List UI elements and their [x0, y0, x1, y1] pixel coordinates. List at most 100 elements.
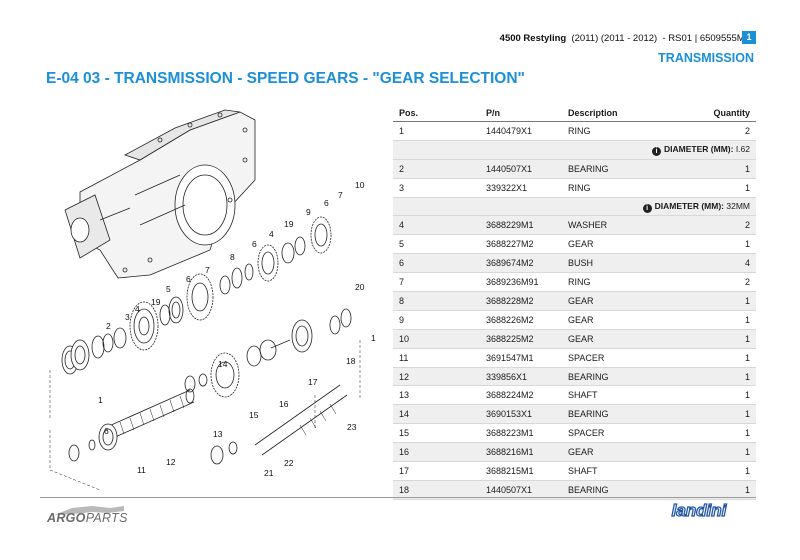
callout-6[interactable]: 6: [252, 239, 257, 249]
part-description: SHAFT: [562, 385, 671, 406]
callout-12[interactable]: 12: [166, 457, 176, 467]
part-description: SPACER: [562, 348, 671, 368]
landini-logo-text: landini: [672, 501, 728, 520]
callout-1[interactable]: 1: [371, 333, 376, 343]
callout-2[interactable]: 2: [106, 321, 111, 331]
part-description: BEARING: [562, 404, 671, 425]
header-pn: P/n: [480, 104, 562, 122]
callout-18[interactable]: 18: [346, 356, 356, 366]
part-pos: 10: [393, 329, 480, 349]
callout-5[interactable]: 5: [166, 284, 171, 294]
part-pos: 8: [393, 291, 480, 311]
argo-logo-text: ARGO: [47, 511, 86, 525]
callout-6[interactable]: 6: [104, 426, 109, 436]
callout-15[interactable]: 15: [249, 410, 259, 420]
housing-top: [123, 109, 241, 161]
bearing-18: [291, 319, 313, 353]
part-number: 3690153X1: [480, 404, 562, 425]
callout-9[interactable]: 9: [306, 207, 311, 217]
part-pos: 2: [393, 159, 480, 179]
callout-4[interactable]: 4: [269, 229, 274, 239]
part-number: 3688223M1: [480, 423, 562, 444]
model-code: - RS01 | 6509555M1: [662, 33, 751, 44]
callout-10[interactable]: 10: [355, 180, 365, 190]
callout-16[interactable]: 16: [279, 399, 289, 409]
callout-7[interactable]: 7: [338, 190, 343, 200]
part-description: BEARING: [562, 367, 671, 387]
part-quantity: 1: [670, 480, 756, 500]
part-quantity: 1: [670, 404, 756, 425]
landini-logo: landini: [671, 500, 728, 520]
part-number: 1440507X1: [480, 480, 562, 500]
callout-7[interactable]: 7: [205, 265, 210, 275]
callout-20[interactable]: 20: [355, 282, 365, 292]
part-description: GEAR: [562, 291, 671, 311]
exploded-view-diagram[interactable]: 1076919468765194321201181415161713236111…: [40, 100, 390, 495]
part-pos: 5: [393, 234, 480, 255]
argo-logo-suffix: PARTS: [85, 511, 128, 525]
part-number: 3689236M91: [480, 272, 562, 293]
argo-logo-icon: [54, 506, 124, 515]
argo-parts-logo: ARGOPARTS: [47, 511, 128, 525]
part-number: 1440479X1: [480, 121, 562, 141]
note-value: I.62: [735, 143, 750, 154]
part-quantity: 1: [670, 423, 756, 444]
callout-11[interactable]: 11: [137, 465, 146, 475]
gear-8: [186, 273, 214, 321]
callout-1[interactable]: 1: [98, 395, 103, 405]
part-quantity: 4: [670, 253, 756, 274]
model-header-line: 4500 Restyling (2011) (2011 - 2012) - RS…: [500, 33, 750, 44]
part-quantity: 2: [670, 215, 756, 236]
part-quantity: 1: [670, 442, 756, 463]
part-description: RING: [562, 272, 671, 293]
callout-13[interactable]: 13: [213, 429, 223, 439]
callout-23[interactable]: 23: [347, 422, 357, 432]
part-number: 3689674M2: [480, 253, 562, 274]
part-number: 3688228M2: [480, 291, 562, 311]
part-description: BUSH: [562, 253, 671, 274]
part-description: RING: [562, 121, 671, 141]
callout-21[interactable]: 21: [264, 468, 274, 478]
callout-19[interactable]: 19: [151, 297, 161, 307]
part-pos: 14: [393, 404, 480, 425]
callout-3[interactable]: 3: [125, 312, 130, 322]
header-pos: Pos.: [393, 104, 480, 122]
note-label: DIAMETER (MM):: [664, 143, 734, 154]
part-number: 3688226M2: [480, 310, 562, 330]
part-description: GEAR: [562, 234, 671, 255]
part-pos: 11: [393, 348, 480, 368]
part-number: 1440507X1: [480, 159, 562, 179]
callout-8[interactable]: 8: [230, 252, 235, 262]
part-pos: 15: [393, 423, 480, 444]
part-quantity: 1: [670, 178, 756, 198]
part-number: 339322X1: [480, 178, 562, 198]
model-years: (2011) (2011 - 2012): [571, 33, 658, 44]
callout-6[interactable]: 6: [186, 274, 191, 284]
callout-4[interactable]: 4: [135, 304, 140, 314]
part-quantity: 2: [670, 272, 756, 293]
part-pos: 7: [393, 272, 480, 293]
callout-19[interactable]: 19: [284, 219, 294, 229]
part-number: 3688227M2: [480, 234, 562, 255]
part-pos: 13: [393, 385, 480, 406]
part-number: 3691547M1: [480, 348, 562, 368]
part-pos: 1: [393, 121, 480, 141]
callout-22[interactable]: 22: [284, 458, 294, 468]
housing-bore: [174, 164, 236, 246]
callout-6[interactable]: 6: [324, 198, 329, 208]
callout-17[interactable]: 17: [308, 377, 318, 387]
model-name: 4500 Restyling: [499, 33, 567, 44]
callout-14[interactable]: 14: [218, 359, 228, 369]
